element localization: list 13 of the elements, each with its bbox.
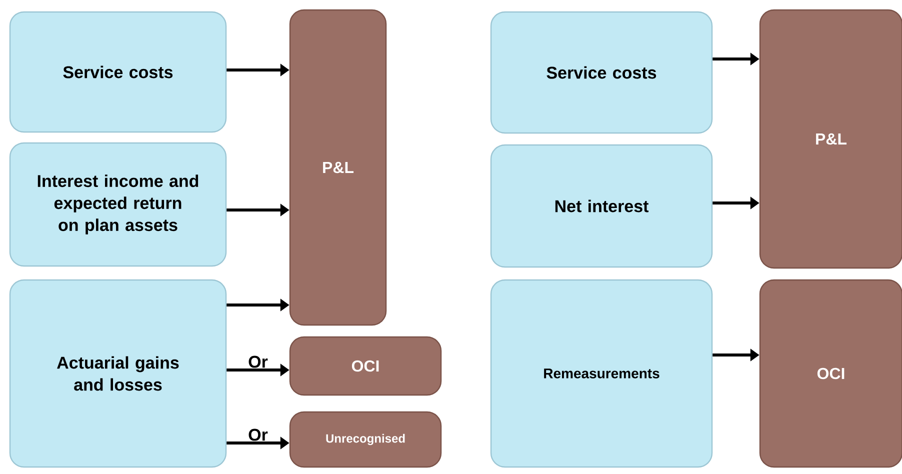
edge-label: Or (248, 356, 268, 368)
input-box: Service costs (9, 11, 227, 133)
input-box: Remeasurements (490, 279, 713, 468)
result-box: Unrecognised (289, 411, 442, 468)
input-box: Service costs (490, 11, 713, 134)
result-box: OCI (759, 279, 902, 468)
result-box: OCI (289, 336, 442, 396)
result-box: P&L (759, 9, 902, 269)
input-box: Net interest (490, 144, 713, 268)
result-box: P&L (289, 9, 387, 326)
edge-label: Or (248, 428, 268, 441)
input-box: Interest income and expected return on plan assets (9, 142, 227, 267)
input-box: Actuarial gains and losses (9, 279, 227, 468)
